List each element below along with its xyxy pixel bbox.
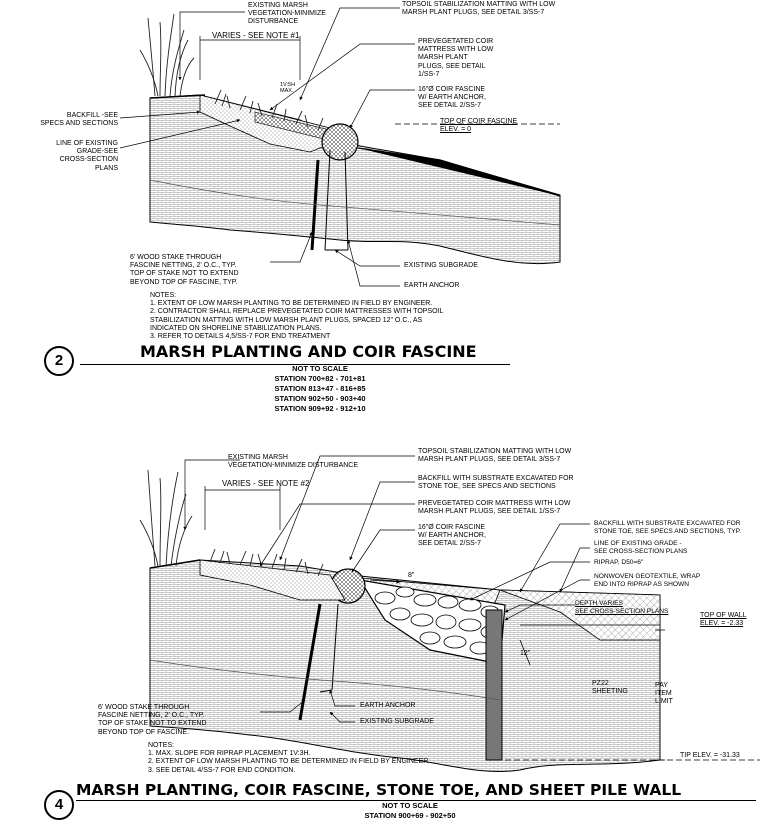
- label-varies-top: VARIES - SEE NOTE #1: [212, 31, 300, 40]
- scale-bottom: NOT TO SCALE: [382, 801, 438, 810]
- station-top-4: STATION 909+92 - 912+10: [274, 404, 366, 413]
- title-underline-top: [80, 364, 510, 365]
- top-section-soil: [149, 94, 561, 265]
- top-leader-lines: [119, 7, 415, 287]
- bottom-section-soil: [149, 559, 760, 772]
- label-earth-anchor-top: EARTH ANCHOR: [404, 282, 460, 289]
- label-top-coir-fascine: TOP OF COIR FASCINE ELEV. = 0: [440, 118, 518, 134]
- label-existing-marsh-bottom: EXISTING MARSH VEGETATION-MINIMIZE DISTU…: [228, 454, 359, 470]
- label-earth-anchor-bottom: EARTH ANCHOR: [360, 702, 416, 709]
- label-geotextile-bottom: NONWOVEN GEOTEXTILE, WRAP END INTO RIPRA…: [594, 573, 701, 589]
- label-pz22-bottom: PZ22 SHEETING: [592, 680, 628, 696]
- detail-title-top: MARSH PLANTING AND COIR FASCINE: [140, 342, 477, 361]
- notes-top: NOTES: 1. EXTENT OF LOW MARSH PLANTING T…: [150, 292, 444, 341]
- label-top-of-wall-bottom: TOP OF WALL ELEV. = -2.33: [700, 612, 747, 628]
- label-wood-stake-bottom: 6' WOOD STAKE THROUGH FASCINE NETTING, 2…: [98, 704, 207, 736]
- label-backfill-right-bottom: BACKFILL WITH SUBSTRATE EXCAVATED FOR ST…: [594, 520, 742, 536]
- label-slope-top: 1V:5H MAX.: [280, 82, 296, 94]
- scale-top: NOT TO SCALE: [292, 364, 348, 373]
- label-existing-subgrade-bottom: EXISTING SUBGRADE: [360, 718, 434, 725]
- label-existing-grade-top: LINE OF EXISTING GRADE-SEE CROSS-SECTION…: [56, 140, 118, 172]
- station-top-2: STATION 813+47 - 816+85: [274, 384, 366, 393]
- label-backfill-top: BACKFILL -SEE SPECS AND SECTIONS: [40, 112, 118, 128]
- label-backfill-substrate-bottom: BACKFILL WITH SUBSTRATE EXCAVATED FOR ST…: [418, 475, 574, 491]
- label-riprap-bottom: RIPRAP, D50=6": [594, 559, 644, 566]
- top-marsh-vegetation: [139, 13, 324, 131]
- bottom-marsh-vegetation: [139, 469, 324, 577]
- label-prevegetated-bottom: PREVEGETATED COIR MATTRESS WITH LOW MARS…: [418, 500, 571, 516]
- label-dim-8-bottom: 8": [408, 572, 415, 579]
- label-wood-stake-top: 6' WOOD STAKE THROUGH FASCINE NETTING, 2…: [130, 254, 239, 286]
- label-existing-subgrade-top: EXISTING SUBGRADE: [404, 262, 478, 269]
- label-coir-fascine-bottom: 16"ø COIR FASCINE W/ EARTH ANCHOR, SEE D…: [418, 524, 486, 548]
- label-pay-item-limit: PAY ITEM LIMIT: [655, 682, 673, 706]
- label-depth-varies-bottom: DEPTH VARIES SEE CROSS-SECTION PLANS: [575, 600, 669, 616]
- label-topsoil-top: TOPSOIL STABILIZATION MATTING WITH LOW M…: [402, 1, 556, 17]
- label-varies-bottom: VARIES - SEE NOTE #2: [222, 479, 310, 488]
- bottom-leader-lines: [183, 455, 590, 723]
- station-top-1: STATION 700+82 - 701+81: [274, 374, 366, 383]
- label-prevegetated-top: PREVEGETATED COIR MATTRESS WITH LOW MARS…: [418, 38, 494, 78]
- label-topsoil-bottom: TOPSOIL STABILIZATION MATTING WITH LOW M…: [418, 448, 572, 464]
- detail-number-badge-bottom: 4: [44, 790, 74, 820]
- label-coir-fascine-top: 16"ø COIR FASCINE W/ EARTH ANCHOR, SEE D…: [418, 86, 486, 110]
- title-underline-bottom: [76, 800, 756, 801]
- label-dim-12-bottom: 12": [520, 650, 531, 657]
- label-existing-marsh-top: EXISTING MARSH VEGETATION-MINIMIZE DISTU…: [248, 2, 326, 26]
- notes-bottom: NOTES: 1. MAX. SLOPE FOR RIPRAP PLACEMEN…: [148, 742, 431, 774]
- station-bottom-1: STATION 900+69 - 902+50: [364, 811, 456, 820]
- label-existing-grade-bottom: LINE OF EXISTING GRADE - SEE CROSS-SECTI…: [594, 540, 688, 556]
- station-top-3: STATION 902+50 - 903+40: [274, 394, 366, 403]
- label-tip-elev-bottom: TIP ELEV. = -31.33: [680, 752, 740, 759]
- detail-title-bottom: MARSH PLANTING, COIR FASCINE, STONE TOE,…: [76, 781, 682, 799]
- detail-number-badge-top: 2: [44, 346, 74, 376]
